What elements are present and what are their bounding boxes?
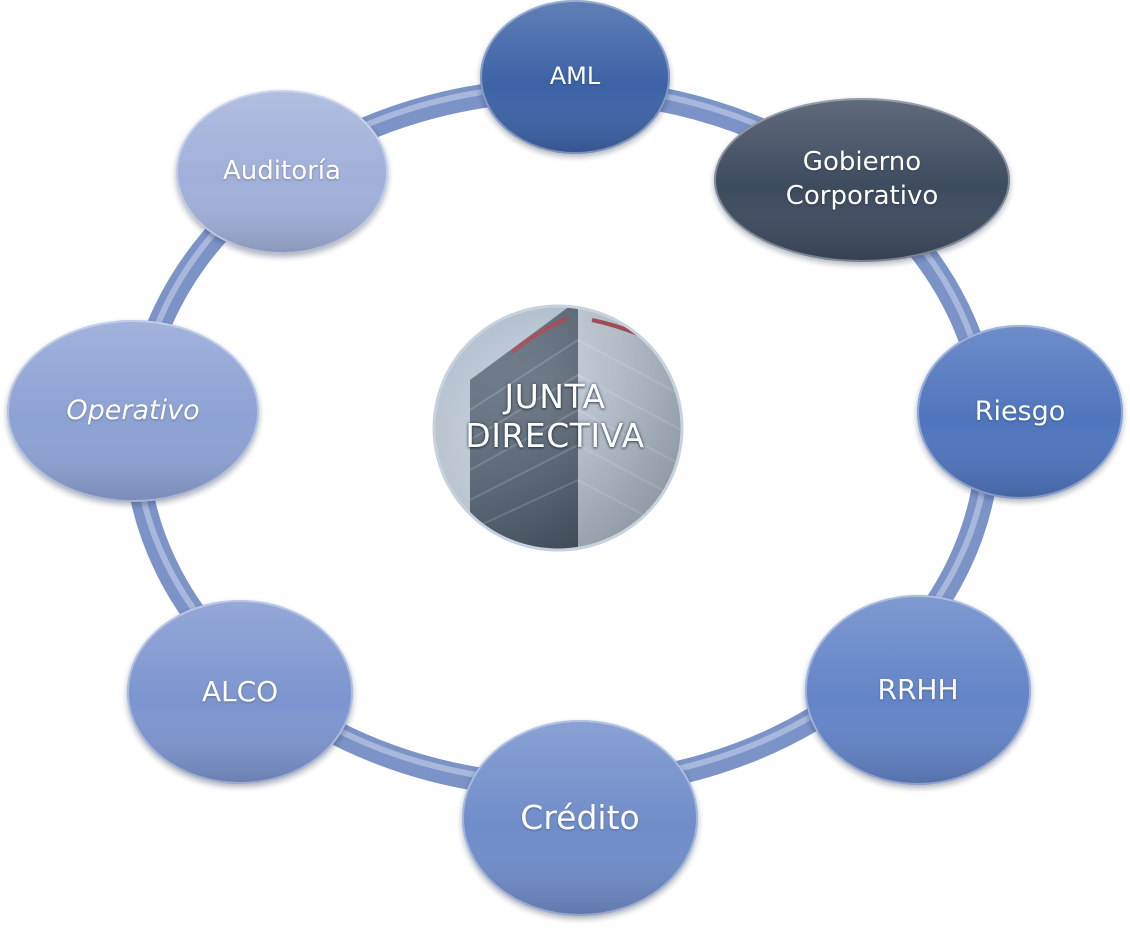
committee-node-shading-credito bbox=[462, 720, 698, 916]
center-title-line-2: DIRECTIVA bbox=[465, 415, 645, 455]
committee-node-rim-riesgo bbox=[917, 325, 1123, 499]
committee-node-rim-operativo bbox=[7, 320, 259, 502]
committee-node-shading-operativo bbox=[7, 320, 259, 502]
center-title: JUNTA DIRECTIVA bbox=[430, 377, 680, 456]
committee-node-shading-alco bbox=[127, 600, 353, 784]
committee-node-rim-aml bbox=[480, 0, 670, 154]
center-title-line-1: JUNTA bbox=[504, 377, 606, 416]
committee-node-shading-riesgo bbox=[917, 325, 1123, 499]
committee-node-rim-alco bbox=[127, 600, 353, 784]
center-node bbox=[434, 306, 682, 550]
committee-node-shading-aml bbox=[480, 0, 670, 154]
committee-node-rim-auditoria bbox=[176, 90, 388, 254]
committee-node-rim-credito bbox=[462, 720, 698, 916]
committee-node-shading-auditoria bbox=[176, 90, 388, 254]
committee-nodes bbox=[7, 0, 1123, 916]
committee-node-shading-rrhh bbox=[805, 595, 1031, 785]
committee-node-shading-gobierno bbox=[714, 98, 1010, 262]
committee-node-rim-gobierno bbox=[714, 98, 1010, 262]
committee-node-rim-rrhh bbox=[805, 595, 1031, 785]
